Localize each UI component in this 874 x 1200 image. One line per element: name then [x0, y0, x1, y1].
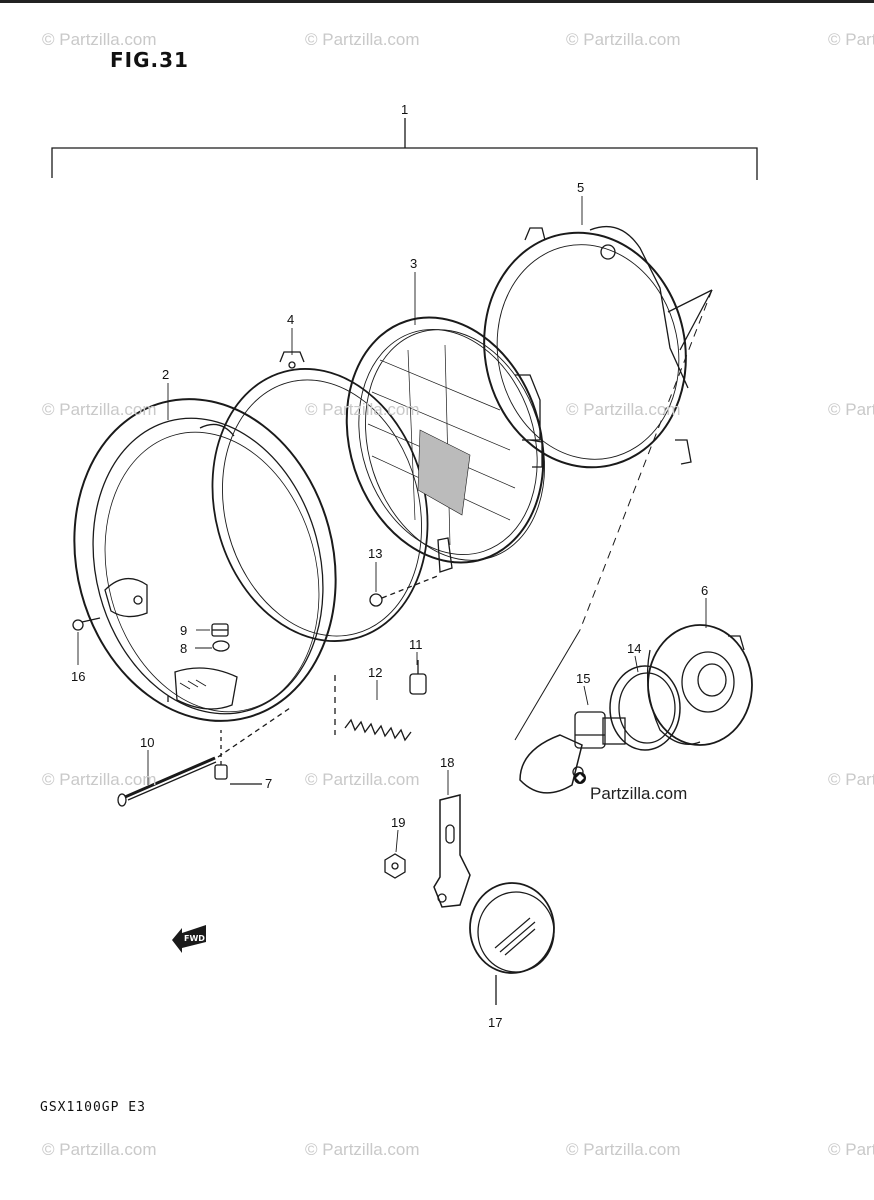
watermark: © Partzilla.com [305, 770, 420, 789]
nut-11 [409, 660, 427, 695]
headlight-rim [73, 398, 337, 722]
callout-4: 4 [287, 312, 295, 327]
spring-12 [334, 675, 412, 742]
watermark: © Partzilla.com [566, 30, 681, 49]
bracket-18 [433, 794, 471, 908]
nut-9 [211, 623, 229, 637]
callout-1: 1 [401, 102, 409, 117]
callout-16: 16 [71, 669, 86, 684]
callout-10: 10 [140, 735, 155, 750]
watermark: © Partzilla.com [828, 1140, 874, 1159]
headlight-bulb [519, 711, 626, 794]
watermark: © Partzilla.com [42, 400, 157, 419]
headlight-housing [483, 225, 713, 469]
callout-15: 15 [576, 671, 591, 686]
brand-logo-text: Partzilla.com [590, 784, 688, 803]
callout-13: 13 [368, 546, 383, 561]
screw-16 [72, 617, 101, 631]
watermark: © Partzilla.com [42, 1140, 157, 1159]
guide-line-lower [514, 629, 581, 741]
watermark: © Partzilla.com [828, 30, 874, 49]
screw-7 [214, 730, 262, 785]
callout-5: 5 [577, 180, 585, 195]
watermark: © Partzilla.com [828, 770, 874, 789]
adjusting-screw-10 [117, 707, 291, 807]
watermark: © Partzilla.com [305, 400, 420, 419]
emblem-cap-17 [469, 882, 555, 1005]
top-border [0, 0, 874, 3]
watermark: © Partzilla.com [566, 1140, 681, 1159]
callout-3: 3 [410, 256, 418, 271]
callout-8: 8 [180, 641, 188, 656]
callout-19: 19 [391, 815, 406, 830]
guide-line [579, 289, 713, 631]
callout-11: 11 [409, 637, 423, 652]
watermark: © Partzilla.com [42, 770, 157, 789]
nut-19 [384, 853, 406, 879]
bulb-retainer [609, 665, 681, 751]
callout-14: 14 [627, 641, 642, 656]
watermark: © Partzilla.com [566, 400, 681, 419]
washer-8 [212, 640, 230, 652]
callout-6: 6 [701, 583, 709, 598]
leader-lines [77, 196, 707, 853]
watermark: © Partzilla.com [42, 30, 157, 49]
callout-7: 7 [265, 776, 273, 791]
sealed-beam-unit [345, 316, 546, 564]
partzilla-logo-icon [574, 772, 586, 784]
callout-9: 9 [180, 623, 188, 638]
assembly-bracket [51, 118, 758, 180]
fwd-arrow-icon: FWD [172, 925, 206, 953]
watermark: © Partzilla.com [305, 1140, 420, 1159]
watermark: © Partzilla.com [828, 400, 874, 419]
callout-12: 12 [368, 665, 383, 680]
socket-cover [646, 624, 753, 746]
callout-2: 2 [162, 367, 170, 382]
model-code: GSX1100GP E3 [40, 1100, 146, 1115]
svg-text:FWD: FWD [184, 934, 205, 943]
screw-13 [369, 574, 441, 607]
callout-17: 17 [488, 1015, 503, 1030]
callout-18: 18 [440, 755, 455, 770]
watermark: © Partzilla.com [305, 30, 420, 49]
figure-title: FIG.31 [110, 48, 189, 72]
